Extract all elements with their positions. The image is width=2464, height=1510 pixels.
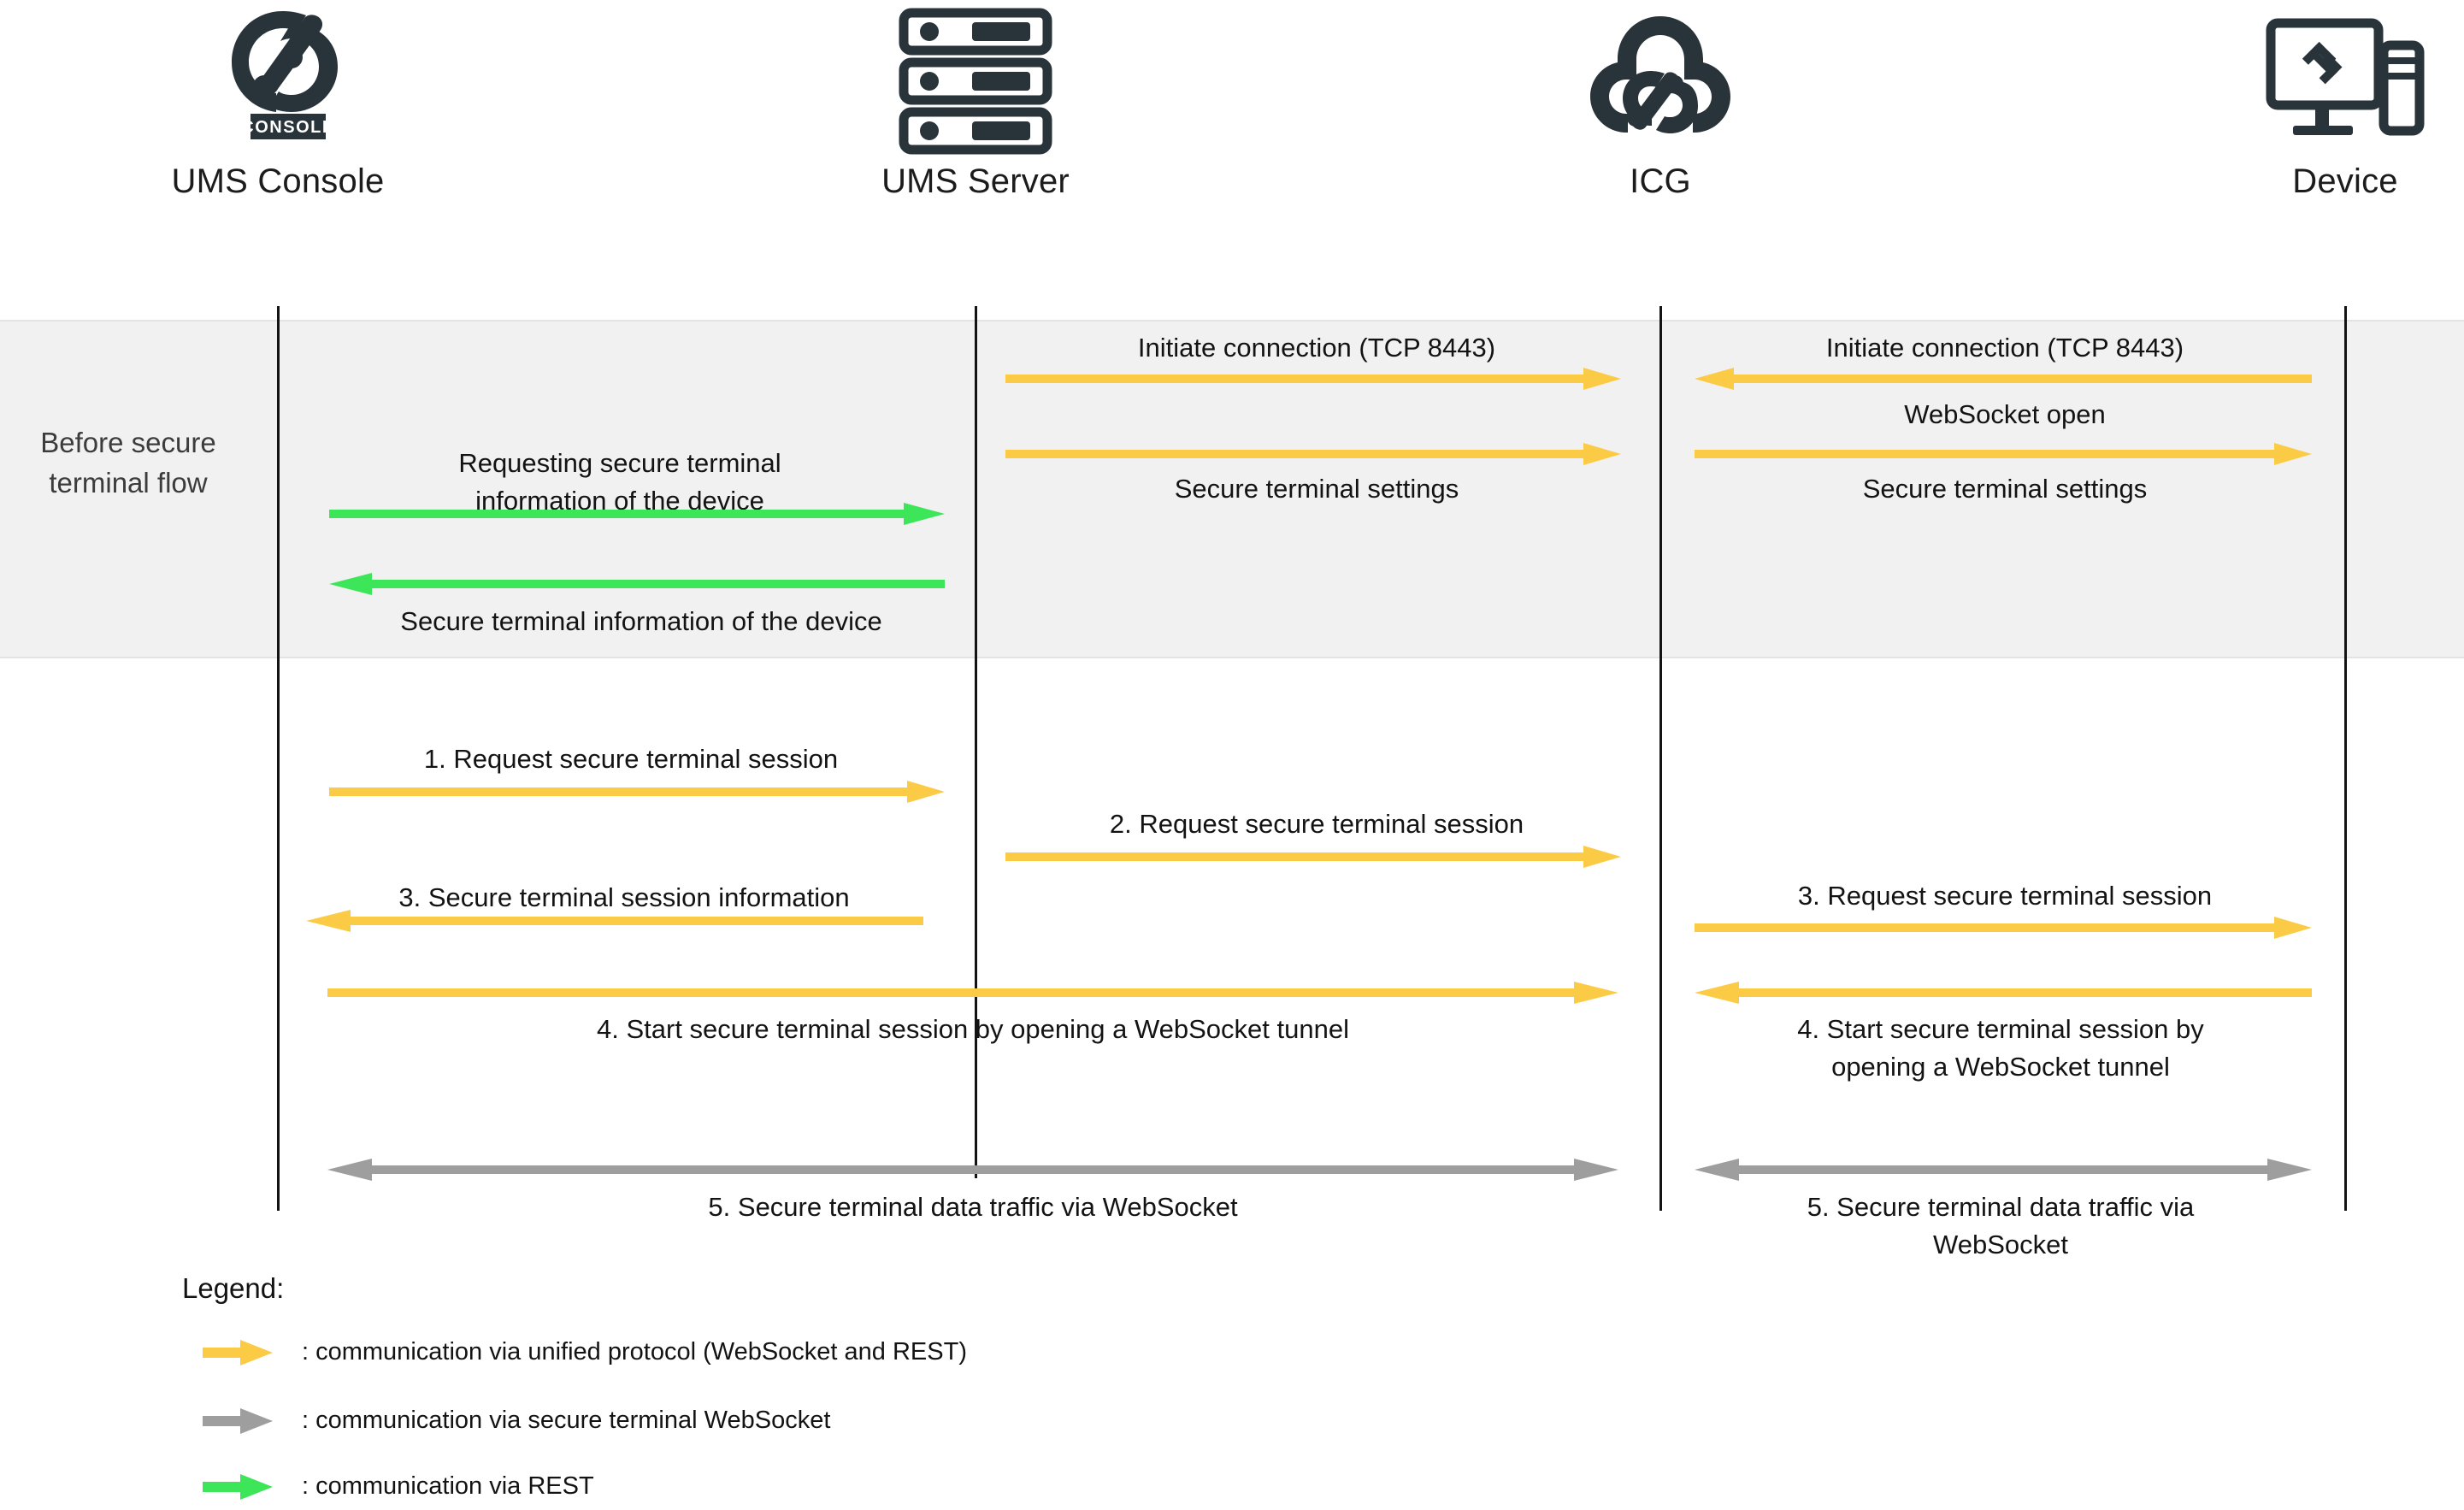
message-arrow-right [1005,443,1621,465]
message-label: 4. Start secure terminal session by open… [1797,1014,2204,1082]
svg-text:CONSOLE: CONSOLE [241,118,334,137]
message-label: WebSocket open [1904,399,2106,429]
message-arrow-right [1005,846,1621,868]
message-arrow-right [329,503,945,525]
band-label: Before secure terminal flow [40,427,216,498]
actor-label: UMS Server [881,162,1070,200]
message-label: 1. Request secure terminal session [423,744,839,774]
arrow-right-icon [203,1339,273,1365]
message-arrow-left [329,573,945,595]
message-label: Secure terminal information of the devic… [400,606,882,636]
message-label: Secure terminal settings [1862,474,2148,504]
actor-ums-console: CONSOLE UMS Console [150,0,406,201]
message-arrow-right [1695,443,2312,465]
message-label: 3. Secure terminal session information [398,882,850,912]
message-label: Initiate connection (TCP 8443) [1137,333,1496,363]
actor-ums-server: UMS Server [847,0,1104,201]
arrow-right-icon [203,1407,273,1434]
lifeline-icg [1659,306,1662,1211]
message-arrow-right [329,781,945,803]
lifeline-device [2344,306,2347,1211]
message-label: 5. Secure terminal data traffic via WebS… [1807,1192,2195,1260]
lifeline-ums-console [277,306,280,1211]
legend-item-secure-terminal-websocket: : communication via secure terminal WebS… [203,1407,830,1435]
desktop-computer-icon [2217,0,2464,162]
legend-label: : communication via REST [302,1472,594,1500]
legend-title: Legend: [182,1272,285,1304]
message-arrow-left [306,910,923,932]
cloud-igel-icon [1532,0,1789,162]
legend-item-rest: : communication via REST [203,1472,594,1501]
message-arrow-left [1695,982,2312,1004]
actor-label: Device [2292,162,2398,200]
actor-label: ICG [1630,162,1691,200]
message-arrow-bidirectional [1695,1159,2312,1181]
legend-item-unified-protocol: : communication via unified protocol (We… [203,1338,967,1366]
message-arrow-right [1005,368,1621,390]
message-label: 2. Request secure terminal session [1109,809,1524,839]
message-label: Secure terminal settings [1174,474,1459,504]
message-label: Initiate connection (TCP 8443) [1825,333,2184,363]
actor-device: Device [2217,0,2464,201]
message-label: 5. Secure terminal data traffic via WebS… [708,1192,1238,1222]
message-arrow-bidirectional [327,1159,1618,1181]
actor-label: UMS Console [171,162,385,200]
server-rack-icon [847,0,1104,162]
legend-label: : communication via secure terminal WebS… [302,1407,831,1434]
message-arrow-left [1695,368,2312,390]
legend-label: : communication via unified protocol (We… [302,1338,967,1365]
lifeline-ums-server [975,306,977,1178]
message-label: 3. Request secure terminal session [1797,881,2213,911]
message-arrow-right [1695,917,2312,939]
actor-icg: ICG [1532,0,1789,201]
message-arrow-right [327,982,1618,1004]
igel-console-logo-icon: CONSOLE [150,0,406,162]
message-label: 4. Start secure terminal session by open… [597,1014,1349,1044]
arrow-right-icon [203,1473,273,1500]
